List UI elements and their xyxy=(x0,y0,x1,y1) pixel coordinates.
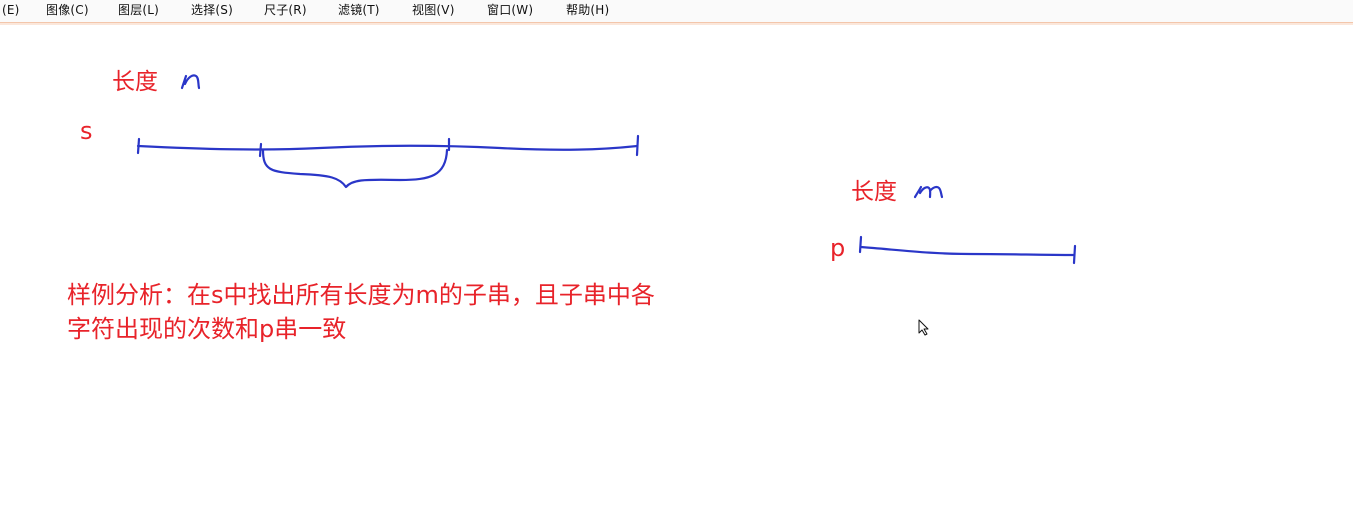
menu-item-view[interactable]: 视图(V) xyxy=(412,3,455,17)
menu-item-filter[interactable]: 滤镜(T) xyxy=(338,3,380,17)
p-length-label: 长度 xyxy=(851,179,897,205)
menu-item-image[interactable]: 图像(C) xyxy=(46,3,89,17)
menu-item-edit[interactable]: (E) xyxy=(2,3,20,17)
menu-item-layer[interactable]: 图层(L) xyxy=(118,3,160,17)
menu-item-ruler[interactable]: 尺子(R) xyxy=(264,3,307,17)
menu-item-window[interactable]: 窗口(W) xyxy=(487,3,534,17)
example-analysis-line-2: 字符出现的次数和p串一致 xyxy=(67,315,347,343)
p-label: p xyxy=(830,234,846,262)
s-length-label: 长度 xyxy=(112,69,158,95)
example-analysis-line-1: 样例分析：在s中找出所有长度为m的子串，且子串中各 xyxy=(67,281,655,309)
menu-bar: (E) 图像(C) 图层(L) 选择(S) 尺子(R) 滤镜(T) 视图(V) … xyxy=(0,0,1353,23)
menu-item-help[interactable]: 帮助(H) xyxy=(566,3,610,17)
s-label: s xyxy=(80,117,93,145)
example-analysis-text: 样例分析：在s中找出所有长度为m的子串，且子串中各 字符出现的次数和p串一致 xyxy=(67,278,655,346)
drawing-canvas[interactable] xyxy=(0,25,1353,518)
menu-item-select[interactable]: 选择(S) xyxy=(191,3,233,17)
